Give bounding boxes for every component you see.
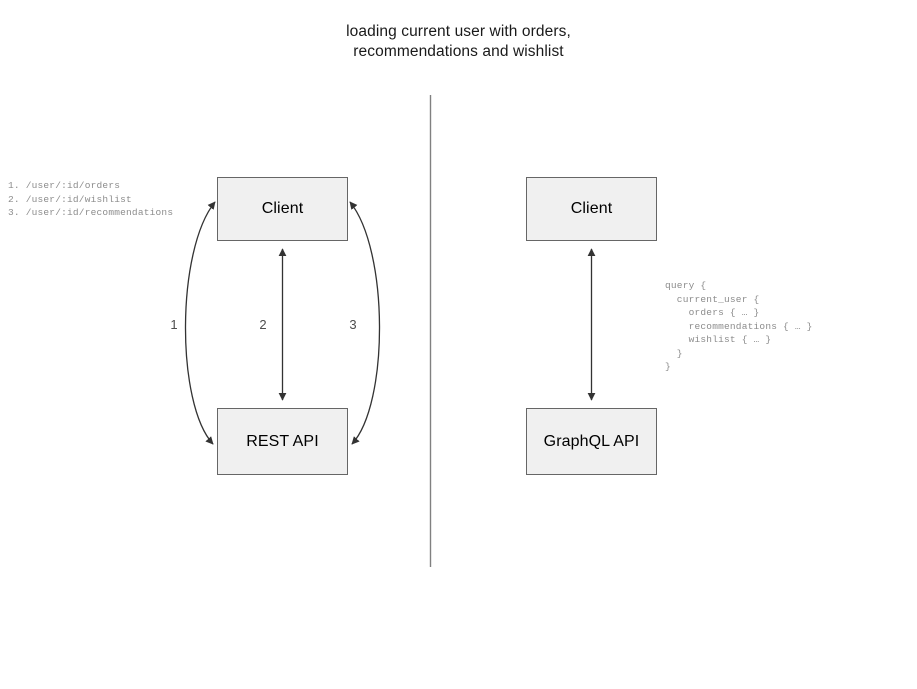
edge-rest-request-1 xyxy=(184,201,216,445)
node-client-graphql[interactable]: Client xyxy=(526,177,657,241)
node-rest-api[interactable]: REST API xyxy=(217,408,348,475)
node-client-rest[interactable]: Client xyxy=(217,177,348,241)
edge-label-3: 3 xyxy=(349,317,357,332)
edge-rest-request-3 xyxy=(349,201,381,445)
node-graphql-api[interactable]: GraphQL API xyxy=(526,408,657,475)
edge-label-2: 2 xyxy=(259,317,267,332)
rest-endpoints-list: 1. /user/:id/orders 2. /user/:id/wishlis… xyxy=(8,180,174,218)
graphql-query-block: query { current_user { orders { … } reco… xyxy=(665,280,813,372)
edge-label-1: 1 xyxy=(170,317,178,332)
diagram-title: loading current user with orders, recomm… xyxy=(346,23,571,60)
